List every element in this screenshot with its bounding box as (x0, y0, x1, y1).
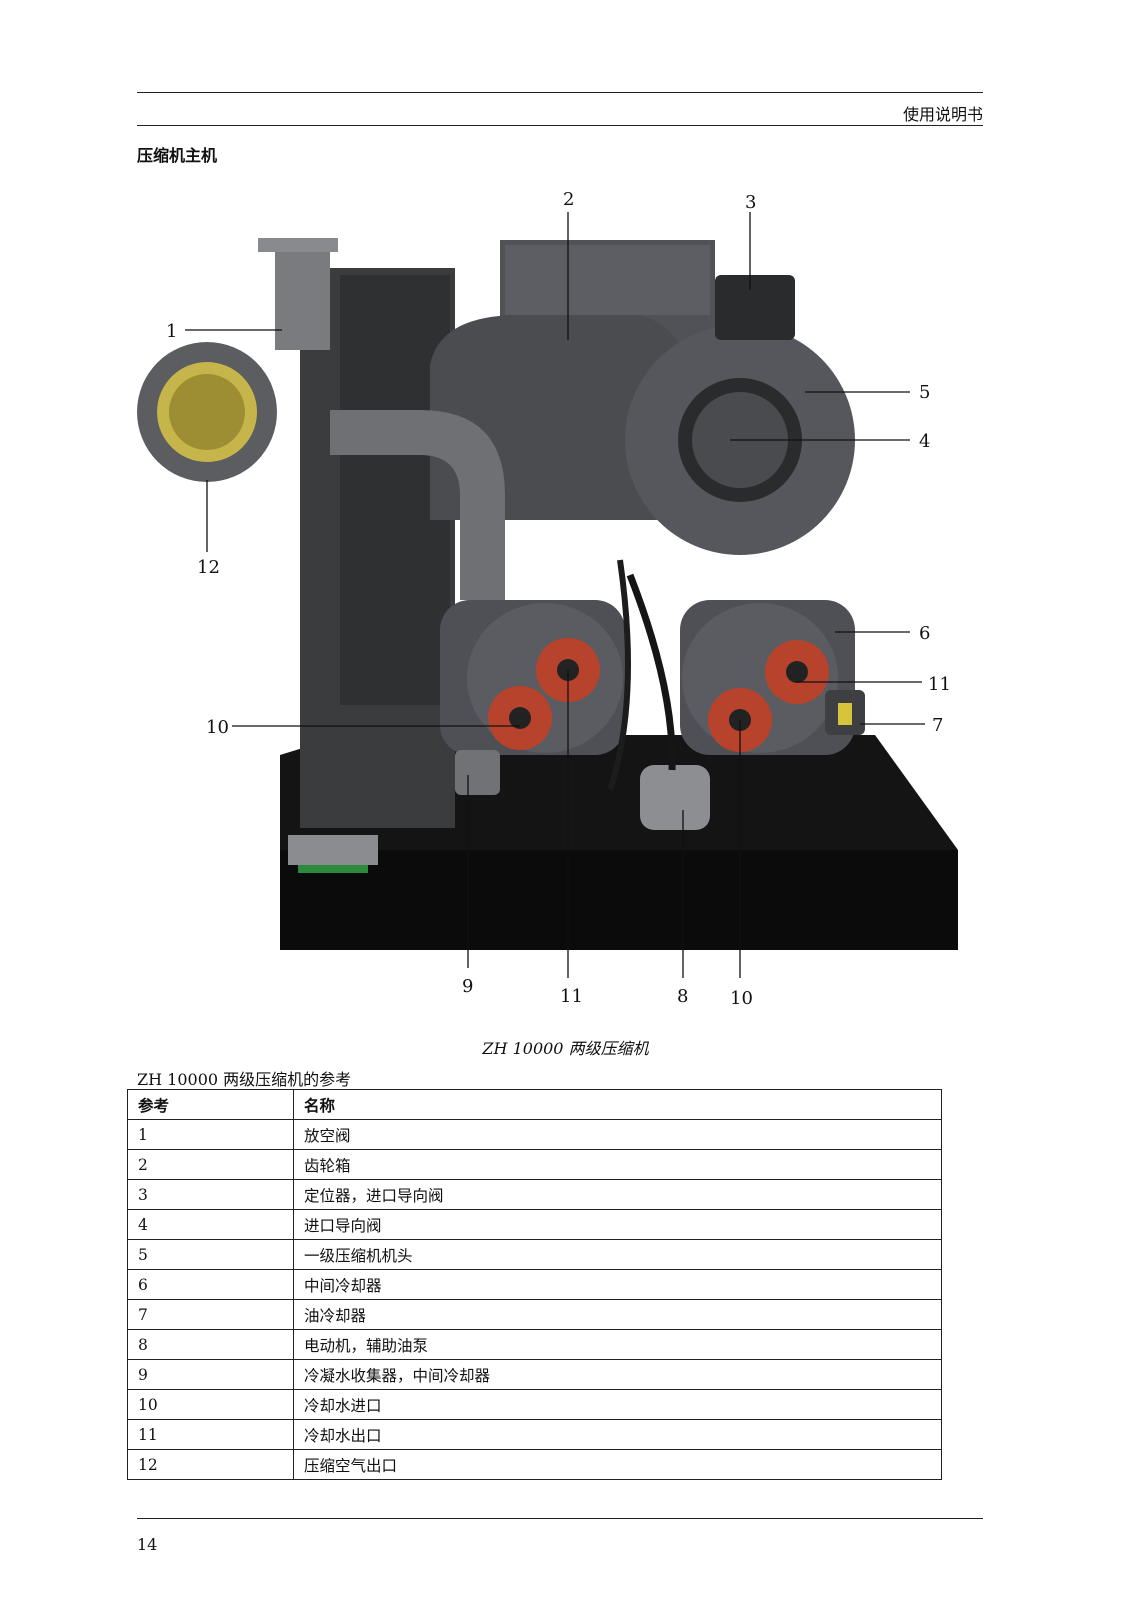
footer-rule (137, 1518, 983, 1519)
page-number: 14 (137, 1535, 158, 1554)
cell-name: 冷却水出口 (293, 1419, 942, 1450)
callout-7: 7 (932, 715, 943, 736)
callout-leaders (185, 212, 925, 978)
header-name: 名称 (293, 1089, 942, 1120)
header-rule-bottom (137, 125, 983, 126)
table-title: ZH 10000 两级压缩机的参考 (137, 1070, 352, 1089)
cell-name: 齿轮箱 (293, 1149, 942, 1180)
cell-name: 进口导向阀 (293, 1209, 942, 1240)
callout-9: 9 (462, 976, 473, 997)
callout-11-left: 11 (560, 986, 583, 1007)
cell-name: 电动机，辅助油泵 (293, 1329, 942, 1360)
cell-name: 冷却水进口 (293, 1389, 942, 1420)
cell-name: 压缩空气出口 (293, 1449, 942, 1480)
callout-5: 5 (919, 382, 930, 403)
cell-ref: 4 (127, 1209, 294, 1240)
callout-labels: 1 2 3 4 5 6 7 8 9 10 11 12 10 11 (166, 189, 951, 1009)
callout-8: 8 (677, 986, 688, 1007)
callout-11-right: 11 (928, 674, 951, 695)
cell-name: 冷凝水收集器，中间冷却器 (293, 1359, 942, 1390)
cell-ref: 12 (127, 1449, 294, 1480)
callout-12: 12 (197, 557, 220, 578)
callout-10-left: 10 (206, 717, 229, 738)
cell-ref: 3 (127, 1179, 294, 1210)
callout-6: 6 (919, 623, 930, 644)
header-rule-top (137, 92, 983, 93)
cell-name: 中间冷却器 (293, 1269, 942, 1300)
section-title: 压缩机主机 (137, 146, 218, 165)
header-title: 使用说明书 (902, 105, 983, 124)
cell-ref: 1 (127, 1119, 294, 1150)
cell-ref: 6 (127, 1269, 294, 1300)
cell-name: 定位器，进口导向阀 (293, 1179, 942, 1210)
cell-ref: 11 (127, 1419, 294, 1450)
compressor-photo (137, 238, 958, 950)
compressor-figure: 1 2 3 4 5 6 7 8 9 10 11 12 10 11 (137, 189, 958, 1009)
cell-ref: 10 (127, 1389, 294, 1420)
cell-name: 放空阀 (293, 1119, 942, 1150)
figure-caption: ZH 10000 两级压缩机 (482, 1039, 649, 1058)
cell-ref: 5 (127, 1239, 294, 1270)
cell-name: 一级压缩机机头 (293, 1239, 942, 1270)
cell-ref: 7 (127, 1299, 294, 1330)
cell-ref: 2 (127, 1149, 294, 1180)
table-header-row: 参考 名称 (127, 1089, 942, 1120)
cell-ref: 8 (127, 1329, 294, 1360)
header-ref: 参考 (127, 1089, 294, 1120)
callout-1: 1 (166, 321, 177, 342)
cell-ref: 9 (127, 1359, 294, 1390)
callout-2: 2 (563, 189, 574, 210)
callout-10-right: 10 (730, 988, 753, 1009)
callout-3: 3 (745, 192, 756, 213)
callout-4: 4 (919, 431, 930, 452)
cell-name: 油冷却器 (293, 1299, 942, 1330)
